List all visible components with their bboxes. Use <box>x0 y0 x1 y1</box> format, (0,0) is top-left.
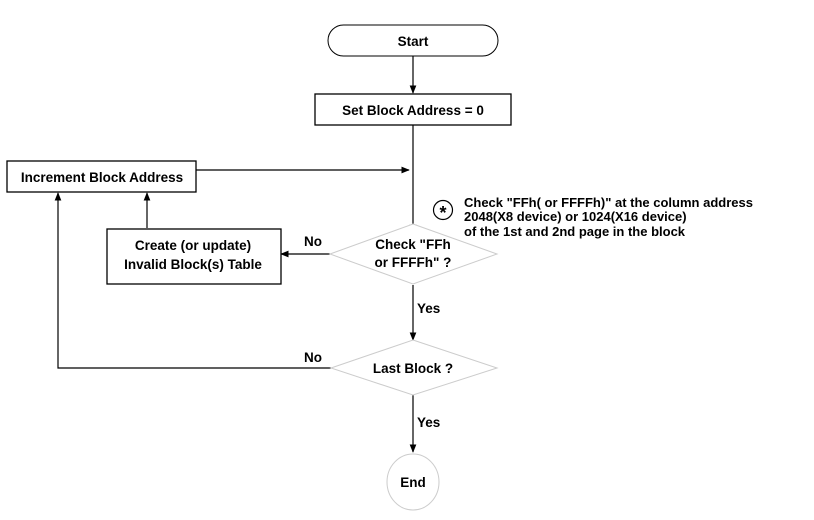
create-table-label-line2: Invalid Block(s) Table <box>124 257 262 272</box>
check-decision-node <box>328 223 499 285</box>
create-table-label-line1: Create (or update) <box>135 238 251 253</box>
note-line3: of the 1st and 2nd page in the block <box>464 224 686 239</box>
last-block-label: Last Block ? <box>373 361 453 376</box>
create-table-node <box>106 228 282 285</box>
start-label: Start <box>398 34 429 49</box>
edge-label-no-check: No <box>304 234 322 249</box>
edge-last-no <box>54 192 331 369</box>
connectors <box>54 56 417 453</box>
note-line1: Check "FFh( or FFFFh)" at the column add… <box>464 195 753 210</box>
end-node <box>386 453 440 511</box>
end-label: End <box>400 475 426 490</box>
check-decision-label-line2: or FFFFh" ? <box>375 255 452 270</box>
edge-label-yes-last: Yes <box>417 415 440 430</box>
edge-label-yes-check: Yes <box>417 301 440 316</box>
check-decision-label-line1: Check "FFh <box>375 237 450 252</box>
note-marker: * <box>439 203 446 223</box>
start-node <box>327 24 499 57</box>
increment-node <box>6 160 197 193</box>
note-line2: 2048(X8 device) or 1024(X16 device) <box>464 209 687 224</box>
edge-label-no-last: No <box>304 350 322 365</box>
last-block-decision-node <box>329 339 499 396</box>
note-marker-circle <box>432 199 454 221</box>
increment-label: Increment Block Address <box>21 170 183 185</box>
set-block-node <box>314 93 512 126</box>
set-block-label: Set Block Address = 0 <box>342 103 484 118</box>
